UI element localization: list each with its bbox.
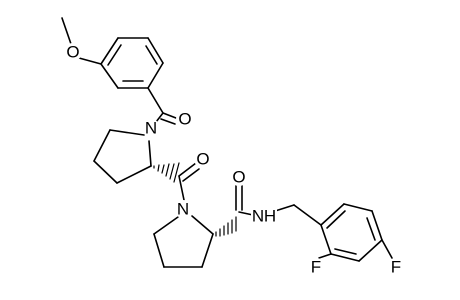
atom-f-para: F: [387, 258, 405, 277]
bond-n1-c5: [109, 129, 145, 136]
bond-ring-a-3: [147, 37, 164, 64]
bond-ring-c-3: [201, 233, 214, 268]
bond-ring-c-1: [153, 233, 165, 268]
atom-o-benzoyl-label: O: [178, 110, 191, 129]
bond-ring-b-3: [116, 165, 152, 184]
bond-c-f-para: [381, 239, 393, 259]
atom-f-ortho: F: [307, 258, 325, 277]
bond-n2-c5: [153, 216, 179, 235]
atom-n1: N: [142, 119, 160, 138]
bond-carbonyl-n1: [155, 112, 164, 123]
bond-ring-a-6: [100, 63, 119, 89]
bond-layer: [61, 17, 393, 268]
bond-ring-d-6: [320, 224, 332, 255]
atom-n-amide-label: N: [252, 207, 264, 226]
bond-methyl-o: [61, 17, 72, 45]
bond-carbonyl-o1: [162, 112, 177, 119]
atom-f-para-label: F: [391, 258, 401, 277]
bond-ring-a-1-inner: [107, 44, 122, 66]
bond-ring-d-5: [330, 253, 360, 262]
bond-ring-d-3-inner: [366, 217, 376, 241]
atom-o-amide1-label: O: [196, 150, 209, 169]
atom-o-amide2-label: O: [232, 168, 245, 187]
bond-ring-d-2: [343, 203, 373, 212]
bond-ring-b-4: [148, 140, 152, 167]
atom-o-amide2: O: [230, 168, 248, 187]
bond-ring-a-1: [100, 37, 119, 65]
atom-o-benzoyl: O: [176, 110, 194, 129]
bond-carbonyl2-o-double: [182, 168, 200, 182]
bond-ch2-aryl: [293, 204, 322, 226]
atom-o-methoxy-label: O: [66, 43, 79, 62]
bond-carbonyl3-nh: [238, 211, 254, 216]
hashed-stereo-bond-2: [215, 216, 237, 237]
atom-o-methoxy: O: [64, 43, 82, 62]
bond-carbonyl2-n2: [178, 175, 185, 201]
bond-aryl-carbonyl: [147, 87, 164, 114]
atom-h-amide-label: H: [264, 207, 276, 226]
atom-f-ortho-label: F: [311, 258, 321, 277]
bond-c-f-ortho: [318, 253, 332, 259]
bond-carbonyl-o1-double: [160, 118, 176, 125]
hashed-stereo-bond-1: [153, 162, 180, 183]
bond-ring-a-4: [147, 62, 164, 89]
bond-ring-b-1: [93, 129, 111, 162]
bond-ring-d-1: [320, 203, 345, 226]
atom-n2: N: [174, 200, 192, 219]
bond-ring-d-3: [371, 210, 383, 241]
bond-ring-b-2: [93, 160, 118, 184]
atom-n1-label: N: [145, 119, 157, 138]
bond-ring-d-4: [358, 239, 383, 262]
atom-n2-label: N: [177, 200, 189, 219]
bond-carbonyl2-o: [178, 162, 197, 177]
atom-nh-amide: N H: [251, 206, 277, 226]
bond-ring-c-4: [191, 215, 214, 235]
bond-ring-d-5-inner: [334, 248, 357, 255]
bond-ring-d-1-inner: [326, 210, 346, 229]
atom-label-layer: O O N O N O N H F: [64, 43, 405, 277]
atom-o-amide1: O: [194, 150, 212, 169]
bond-o-aryl: [78, 57, 102, 65]
bond-ring-a-3-inner: [145, 45, 158, 65]
